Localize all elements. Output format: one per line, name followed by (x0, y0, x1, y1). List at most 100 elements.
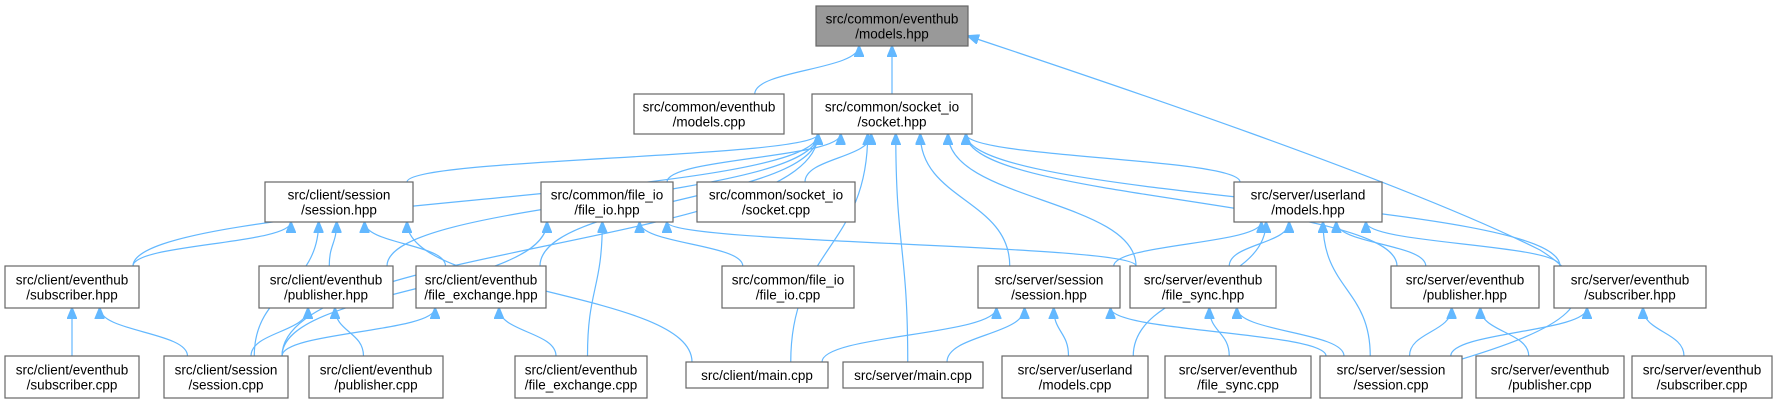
node-label: src/server/session (1337, 363, 1446, 378)
node-server-subscriber-hpp[interactable]: src/server/eventhub/subscriber.hpp (1553, 265, 1707, 309)
edge-file-io-cpp-to-file-io-hpp (640, 222, 744, 267)
node-label: src/server/userland (1251, 188, 1366, 203)
node-label: /file_io.hpp (574, 203, 639, 218)
node-label: /models.hpp (1271, 203, 1345, 218)
node-box (264, 181, 414, 223)
node-box (514, 355, 648, 399)
node-label: /models.hpp (855, 27, 929, 42)
edge-server-session-cpp-to-server-file-sync-hpp (1237, 308, 1345, 357)
node-server-publisher-hpp[interactable]: src/server/eventhub/publisher.hpp (1390, 265, 1540, 309)
node-server-file-sync-cpp[interactable]: src/server/eventhub/file_sync.cpp (1164, 355, 1312, 399)
edge-client-session-cpp-to-socket-hpp (281, 134, 818, 357)
node-box (721, 265, 855, 309)
node-client-main-cpp[interactable]: src/client/main.cpp (685, 361, 829, 389)
node-socket-cpp[interactable]: src/common/socket_io/socket.cpp (696, 181, 856, 223)
edge-client-session-hpp-to-socket-hpp (406, 134, 818, 183)
edge-server-session-cpp-to-server-session-hpp (1111, 308, 1327, 357)
node-label: src/client/eventhub (425, 273, 538, 288)
node-server-file-sync-hpp[interactable]: src/server/eventhub/file_sync.hpp (1129, 265, 1277, 309)
node-label: /file_sync.cpp (1197, 378, 1279, 393)
node-label: src/server/eventhub (1571, 273, 1690, 288)
edge-client-main-cpp-to-server-session-hpp (821, 308, 996, 363)
node-server-session-hpp[interactable]: src/server/session/session.hpp (977, 265, 1121, 309)
node-box (977, 265, 1121, 309)
node-label: src/server/eventhub (1406, 273, 1525, 288)
node-label: /file_exchange.hpp (424, 288, 537, 303)
node-box (815, 5, 969, 47)
node-label: src/server/session (995, 273, 1104, 288)
edge-client-session-cpp-to-client-file-exchange-hpp (281, 308, 435, 357)
edge-layer (72, 36, 1685, 363)
edge-server-session-cpp-to-models-hpp (968, 36, 1578, 363)
node-client-file-exchange-cpp[interactable]: src/client/eventhub/file_exchange.cpp (514, 355, 648, 399)
node-client-publisher-cpp[interactable]: src/client/eventhub/publisher.cpp (308, 355, 444, 399)
edge-server-subscriber-cpp-to-server-subscriber-hpp (1643, 308, 1685, 357)
node-label: src/client/main.cpp (701, 368, 813, 383)
node-file-io-cpp[interactable]: src/common/file_io/file_io.cpp (721, 265, 855, 309)
node-label: src/common/file_io (551, 188, 664, 203)
node-client-session-hpp[interactable]: src/client/session/session.hpp (264, 181, 414, 223)
node-box (842, 361, 984, 389)
node-label: /session.cpp (1353, 378, 1428, 393)
node-box (258, 265, 394, 309)
node-server-subscriber-cpp[interactable]: src/server/eventhub/subscriber.cpp (1631, 355, 1773, 399)
node-box (1129, 265, 1277, 309)
node-label: /subscriber.cpp (27, 378, 118, 393)
node-label: src/server/eventhub (1144, 273, 1263, 288)
node-userland-models-cpp[interactable]: src/server/userland/models.cpp (1001, 355, 1149, 399)
node-models-hpp[interactable]: src/common/eventhub/models.hpp (815, 5, 969, 47)
node-label: /session.hpp (301, 203, 377, 218)
node-label: src/client/eventhub (16, 363, 129, 378)
node-server-publisher-cpp[interactable]: src/server/eventhub/publisher.cpp (1475, 355, 1625, 399)
node-label: /socket.hpp (857, 115, 926, 130)
edge-client-main-cpp-to-socket-hpp (790, 134, 868, 363)
node-label: /subscriber.cpp (1657, 378, 1748, 393)
node-label: src/common/eventhub (826, 12, 959, 27)
node-box (1475, 355, 1625, 399)
node-box (308, 355, 444, 399)
edge-server-file-sync-hpp-to-socket-hpp (948, 134, 1137, 267)
node-client-subscriber-cpp[interactable]: src/client/eventhub/subscriber.cpp (4, 355, 140, 399)
edge-models-cpp-to-models-hpp (754, 46, 859, 95)
node-label: /publisher.hpp (284, 288, 368, 303)
node-box (163, 355, 289, 399)
node-label: /models.cpp (1039, 378, 1112, 393)
edge-server-session-hpp-to-socket-hpp (920, 134, 1011, 267)
node-label: src/server/eventhub (1179, 363, 1298, 378)
node-client-publisher-hpp[interactable]: src/client/eventhub/publisher.hpp (258, 265, 394, 309)
node-server-main-cpp[interactable]: src/server/main.cpp (842, 361, 984, 389)
node-box (415, 265, 547, 309)
edge-server-session-cpp-to-userland-models-hpp (1323, 222, 1371, 357)
node-server-session-cpp[interactable]: src/server/session/session.cpp (1319, 355, 1463, 399)
edge-userland-models-hpp-to-socket-hpp (966, 134, 1241, 183)
node-userland-models-hpp[interactable]: src/server/userland/models.hpp (1233, 181, 1383, 223)
edge-client-file-exchange-cpp-to-client-file-exchange-hpp (499, 308, 557, 357)
node-layer: src/common/eventhub/models.hppsrc/common… (4, 5, 1773, 399)
node-client-subscriber-hpp[interactable]: src/client/eventhub/subscriber.hpp (4, 265, 140, 309)
node-label: /file_io.cpp (756, 288, 821, 303)
edge-server-session-cpp-to-server-publisher-hpp (1408, 308, 1452, 357)
node-box (1233, 181, 1383, 223)
edge-server-publisher-cpp-to-server-publisher-hpp (1480, 308, 1530, 357)
edge-client-session-cpp-to-client-subscriber-hpp (100, 308, 189, 357)
node-label: src/server/main.cpp (854, 368, 972, 383)
node-client-file-exchange-hpp[interactable]: src/client/eventhub/file_exchange.hpp (415, 265, 547, 309)
node-models-cpp[interactable]: src/common/eventhub/models.cpp (633, 93, 785, 135)
node-label: src/client/eventhub (270, 273, 383, 288)
node-label: src/client/session (175, 363, 278, 378)
node-label: /socket.cpp (742, 203, 810, 218)
node-socket-hpp[interactable]: src/common/socket_io/socket.hpp (811, 93, 973, 135)
node-box (1390, 265, 1540, 309)
edge-file-io-hpp-to-socket-hpp (666, 134, 841, 183)
node-label: /models.cpp (673, 115, 746, 130)
node-box (4, 355, 140, 399)
node-box (696, 181, 856, 223)
node-label: src/client/eventhub (320, 363, 433, 378)
node-file-io-hpp[interactable]: src/common/file_io/file_io.hpp (540, 181, 674, 223)
node-client-session-cpp[interactable]: src/client/session/session.cpp (163, 355, 289, 399)
edge-server-main-cpp-to-socket-hpp (896, 134, 909, 363)
node-label: src/server/userland (1018, 363, 1133, 378)
node-box (633, 93, 785, 135)
node-label: /session.cpp (188, 378, 263, 393)
